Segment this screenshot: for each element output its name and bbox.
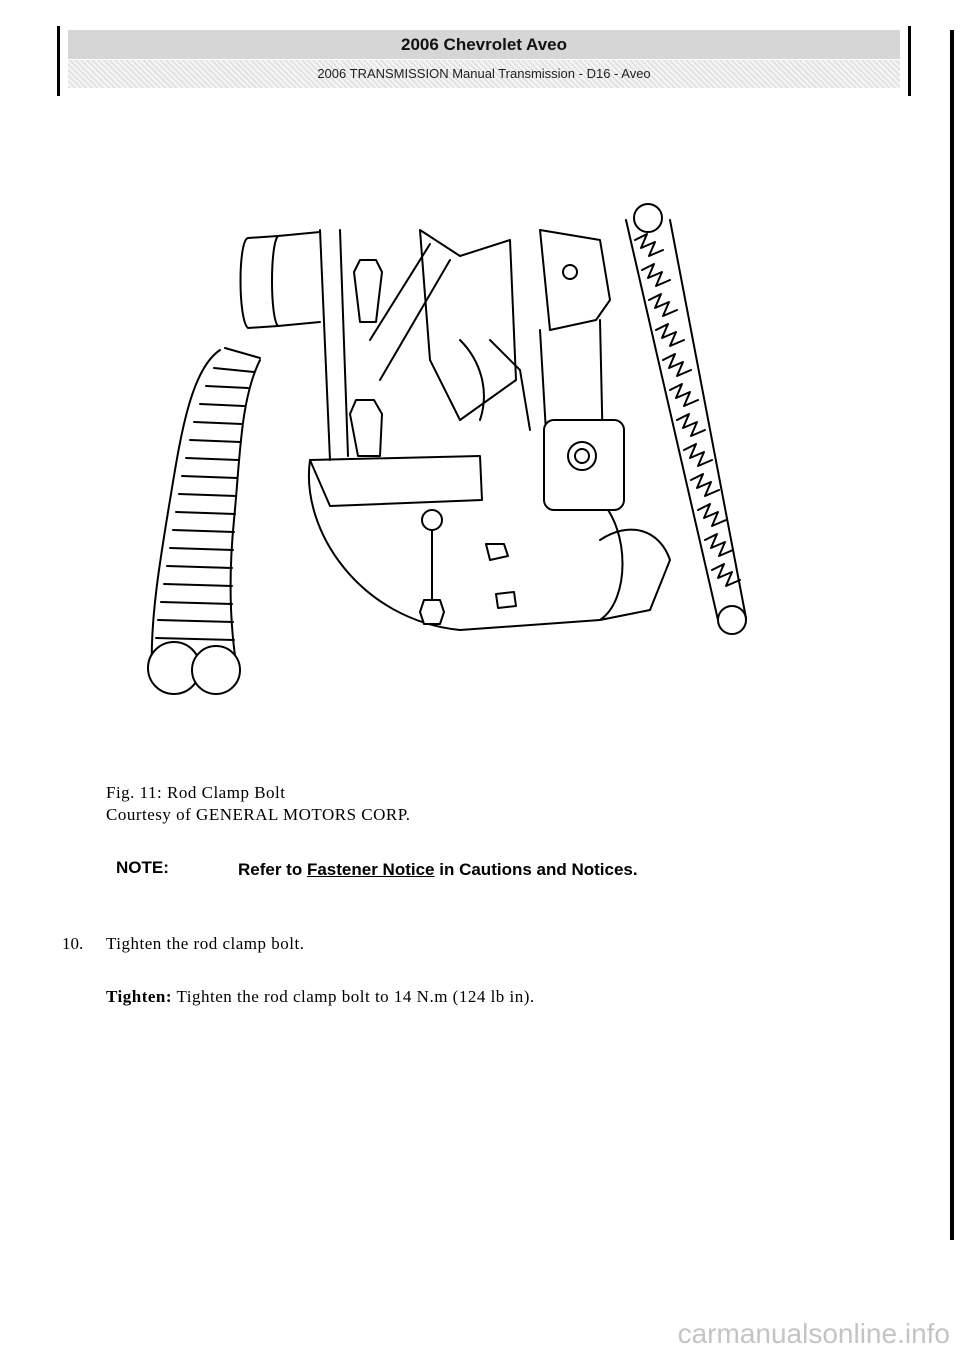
- document-subtitle: 2006 TRANSMISSION Manual Transmission - …: [68, 60, 900, 88]
- watermark: carmanualsonline.info: [677, 1318, 950, 1349]
- note-label: NOTE:: [116, 858, 169, 877]
- document-title: 2006 Chevrolet Aveo: [68, 30, 900, 60]
- page-header: 2006 Chevrolet Aveo 2006 TRANSMISSION Ma…: [57, 26, 911, 96]
- figure-caption: Fig. 11: Rod Clamp Bolt Courtesy of GENE…: [106, 782, 411, 826]
- figure-caption-title: Fig. 11: Rod Clamp Bolt: [106, 783, 286, 802]
- fastener-notice-link[interactable]: Fastener Notice: [306, 860, 435, 879]
- right-braided-hose: [625, 203, 747, 635]
- step-text: Tighten the rod clamp bolt.: [106, 934, 305, 953]
- left-corrugated-hose: [147, 231, 321, 695]
- shift-linkage-assembly: [307, 229, 671, 631]
- tighten-spec: Tighten: Tighten the rod clamp bolt to 1…: [106, 987, 535, 1007]
- note-text-suffix: in Cautions and Notices.: [439, 860, 638, 879]
- figure-caption-credit: Courtesy of GENERAL MOTORS CORP.: [106, 805, 411, 824]
- step-number: 10.: [62, 934, 84, 953]
- note-text-prefix: Refer to: [238, 860, 303, 879]
- page-border-rule: [950, 30, 954, 1240]
- tighten-text: Tighten the rod clamp bolt to 14 N.m (12…: [176, 987, 535, 1006]
- tighten-label: Tighten:: [106, 987, 173, 1006]
- note-text: Refer to Fastener Notice in Cautions and…: [238, 858, 708, 882]
- rod-clamp-bolt-illustration: [130, 200, 770, 710]
